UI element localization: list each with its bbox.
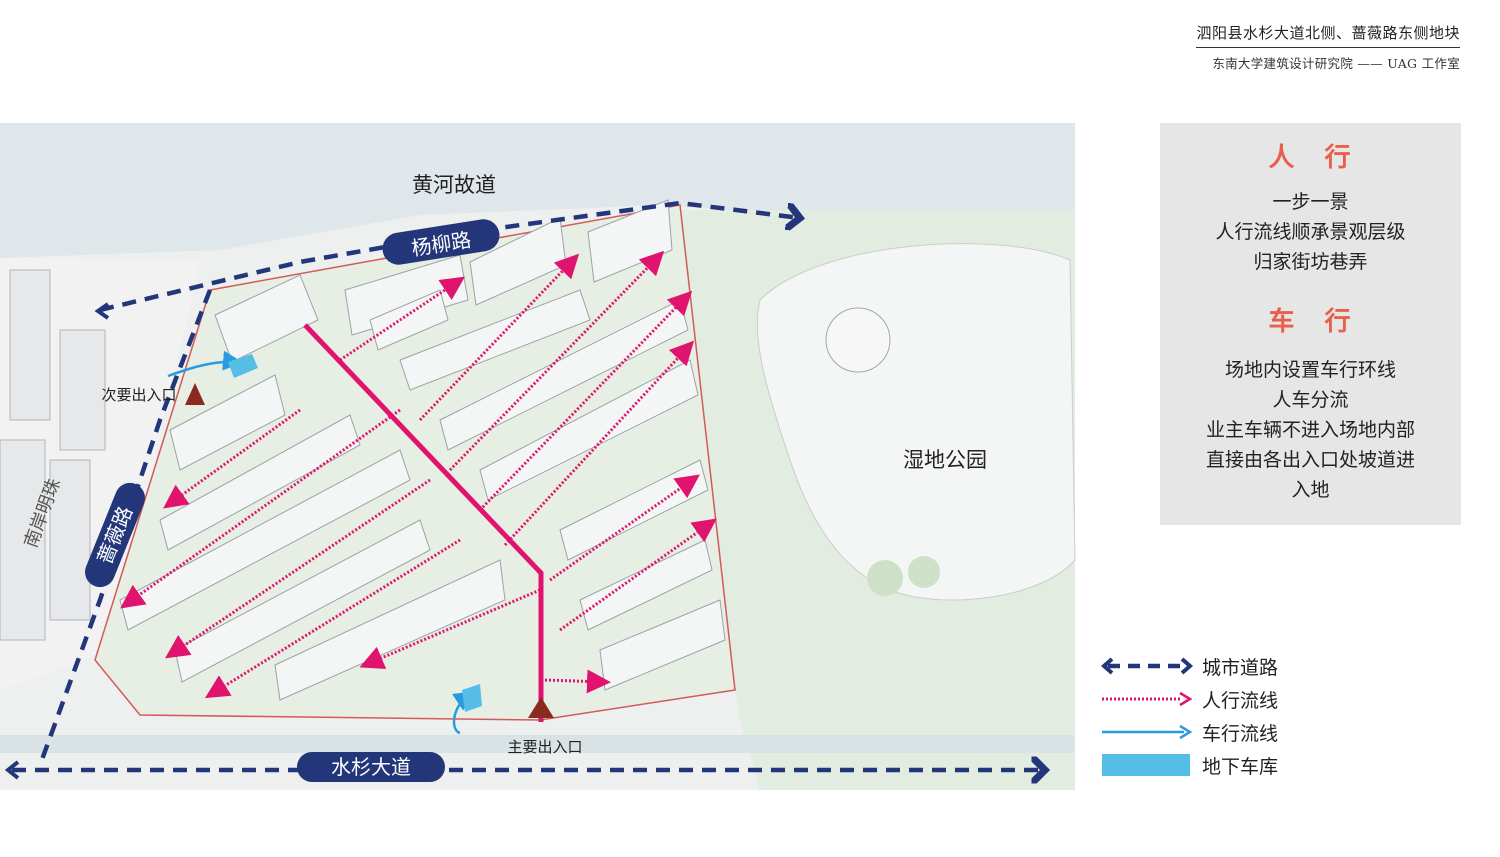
pedestrian-line: 一步一景 <box>1272 191 1349 213</box>
legend-item-vehicle: 车行流线 <box>1100 716 1460 749</box>
legend-label: 地下车库 <box>1202 756 1279 778</box>
west-buildings <box>0 269 106 641</box>
ped-flow-1 <box>339 276 465 362</box>
project-subtitle: 东南大学建筑设计研究院 —— UAG 工作室 <box>1212 56 1460 71</box>
vehicle-legend-icon <box>1102 724 1193 740</box>
ped-main-axis <box>303 323 544 722</box>
wetland-label: 湿地公园 <box>903 448 987 472</box>
project-title: 泗阳县水杉大道北侧、蔷薇路东侧地块 <box>1196 22 1460 48</box>
vehicle-line: 直接由各出入口处坡道进 <box>1205 449 1415 471</box>
vehicle-line: 场地内设置车行环线 <box>1224 359 1396 381</box>
ped-flow-7 <box>120 408 401 609</box>
entrance-main-label: 主要出入口 <box>507 738 582 756</box>
header: 泗阳县水杉大道北侧、蔷薇路东侧地块 东南大学建筑设计研究院 —— UAG 工作室 <box>1196 22 1460 72</box>
ped-flow-5 <box>503 340 695 547</box>
entrance-main-marker <box>528 697 554 718</box>
legend-label: 人行流线 <box>1202 690 1279 712</box>
legend-item-city-road: 城市道路 <box>1100 650 1460 683</box>
flow-info-panel: 人 行 一步一景 人行流线顺承景观层级 归家街坊巷弄 车 行 场地内设置车行环线… <box>1160 123 1461 525</box>
pedestrian-text: 一步一景 人行流线顺承景观层级 归家街坊巷弄 <box>1160 187 1461 277</box>
south-road-band <box>0 735 1075 753</box>
road-yangliu-start-arrow <box>94 302 110 320</box>
vehicle-line: 入地 <box>1291 479 1330 501</box>
legend-label: 城市道路 <box>1202 657 1279 679</box>
legend-item-pedestrian: 人行流线 <box>1100 683 1460 716</box>
river-area <box>0 123 1075 258</box>
road-label-shuishan: 水杉大道 <box>331 755 411 779</box>
ped-flow-12 <box>559 518 717 632</box>
wetland-plaza-2 <box>908 556 940 588</box>
garage-legend-icon <box>1102 754 1190 776</box>
city-road-legend-icon <box>1100 657 1194 675</box>
ped-flow-4 <box>478 290 693 512</box>
residential-buildings <box>119 199 726 701</box>
ped-flow-2 <box>418 253 580 422</box>
garage-ramp-main <box>462 684 482 712</box>
legend-item-garage: 地下车库 <box>1100 749 1460 782</box>
legend-label: 车行流线 <box>1202 723 1279 745</box>
wetland-plaza-1 <box>867 560 903 596</box>
pedestrian-line: 人行流线顺承景观层级 <box>1215 221 1406 243</box>
pedestrian-heading: 人 行 <box>1268 143 1353 173</box>
pedestrian-line: 归家街坊巷弄 <box>1253 251 1368 273</box>
garage-ramp-secondary <box>228 354 258 378</box>
ped-flow-6 <box>163 408 301 509</box>
vehicle-text: 场地内设置车行环线 人车分流 业主车辆不进入场地内部 直接由各出入口处坡道进 入… <box>1160 355 1461 505</box>
road-shuishan-start-arrow <box>4 760 20 780</box>
wetland-pavilion <box>825 307 891 373</box>
pedestrian-legend-icon <box>1102 691 1193 707</box>
vehicle-heading: 车 行 <box>1268 307 1353 337</box>
entrance-secondary-marker <box>185 383 205 405</box>
vehicle-line: 业主车辆不进入场地内部 <box>1205 419 1415 441</box>
legend: 城市道路 人行流线 车行流线 地下车库 <box>1100 650 1460 782</box>
vehicle-line: 人车分流 <box>1272 389 1349 411</box>
road-pill-shuishan: 水杉大道 <box>297 752 445 782</box>
ped-flow-8 <box>165 478 431 659</box>
ped-flow-9 <box>204 538 461 699</box>
entrance-secondary-label: 次要出入口 <box>101 386 176 404</box>
ped-flow-11 <box>549 474 700 582</box>
river-label: 黄河故道 <box>412 173 496 197</box>
